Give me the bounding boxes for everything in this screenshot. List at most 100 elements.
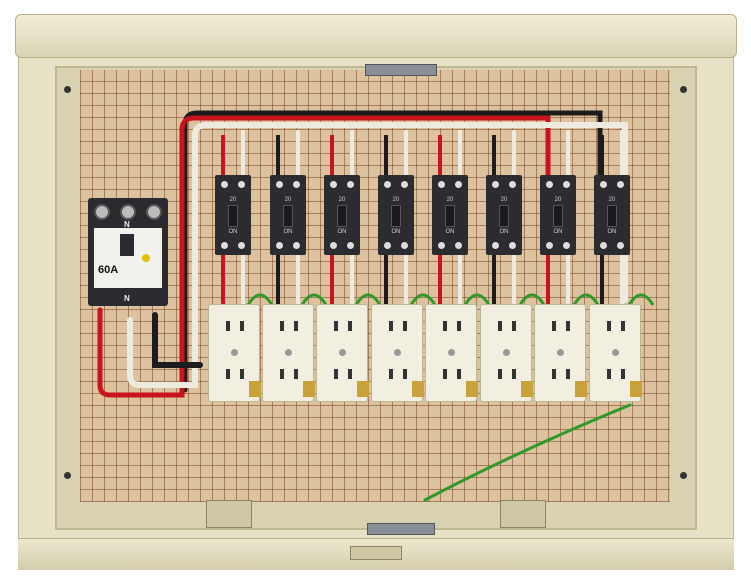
breaker-rating: 20 bbox=[500, 197, 508, 203]
screw bbox=[64, 472, 71, 479]
breaker-rating: 20 bbox=[392, 197, 400, 203]
terminal-screw bbox=[617, 181, 624, 188]
outlet-slot bbox=[552, 369, 556, 379]
outlet-slot bbox=[566, 369, 570, 379]
duplex-outlet[interactable] bbox=[425, 304, 478, 402]
neutral-label: N bbox=[124, 294, 130, 303]
breaker-label-plate: 60A bbox=[94, 228, 162, 288]
outlet-slot bbox=[498, 321, 502, 331]
ground-jumper bbox=[463, 293, 491, 306]
duplex-outlet[interactable] bbox=[589, 304, 642, 402]
mounting-clip bbox=[500, 500, 546, 528]
screw bbox=[64, 86, 71, 93]
terminal-screw bbox=[600, 181, 607, 188]
terminal-screw bbox=[94, 204, 110, 220]
breaker-toggle[interactable] bbox=[337, 205, 347, 227]
breaker-toggle[interactable] bbox=[553, 205, 563, 227]
branch-breaker[interactable]: 20 ON bbox=[215, 175, 251, 255]
terminal-screw bbox=[384, 242, 391, 249]
breaker-toggle[interactable] bbox=[391, 205, 401, 227]
outlet-slot bbox=[566, 321, 570, 331]
screw bbox=[680, 86, 687, 93]
outlet-slot bbox=[348, 369, 352, 379]
breaker-rating: 20 bbox=[608, 197, 616, 203]
outlet-screw bbox=[503, 349, 510, 356]
terminal-screw bbox=[492, 242, 499, 249]
main-breaker[interactable]: N 60A N bbox=[88, 198, 168, 306]
ground-jumper bbox=[409, 293, 437, 306]
breaker-state: ON bbox=[445, 229, 455, 235]
outlet-screw bbox=[231, 349, 238, 356]
outlet-slot bbox=[240, 369, 244, 379]
terminal-screw bbox=[347, 242, 354, 249]
outlet-slot bbox=[403, 369, 407, 379]
top-latch[interactable] bbox=[365, 64, 437, 76]
terminal-screw bbox=[330, 242, 337, 249]
terminal-screw bbox=[546, 181, 553, 188]
ground-terminal bbox=[630, 381, 642, 397]
bottom-latch[interactable] bbox=[367, 523, 435, 535]
outlet-screw bbox=[612, 349, 619, 356]
terminal-screw bbox=[276, 181, 283, 188]
duplex-outlet[interactable] bbox=[262, 304, 315, 402]
duplex-outlet[interactable] bbox=[534, 304, 587, 402]
duplex-outlet[interactable] bbox=[371, 304, 424, 402]
breaker-toggle[interactable] bbox=[499, 205, 509, 227]
breaker-state: ON bbox=[283, 229, 293, 235]
test-button[interactable] bbox=[142, 254, 150, 262]
ground-terminal bbox=[575, 381, 587, 397]
screw bbox=[680, 472, 687, 479]
duplex-outlet[interactable] bbox=[480, 304, 533, 402]
terminal-screw bbox=[221, 242, 228, 249]
breaker-state: ON bbox=[337, 229, 347, 235]
terminal-screw bbox=[509, 181, 516, 188]
terminal-screw bbox=[563, 181, 570, 188]
branch-breaker[interactable]: 20 ON bbox=[540, 175, 576, 255]
ground-jumper bbox=[354, 293, 382, 306]
outlet-slot bbox=[240, 321, 244, 331]
breaker-rating: 20 bbox=[554, 197, 562, 203]
duplex-outlet[interactable] bbox=[316, 304, 369, 402]
outlet-slot bbox=[621, 369, 625, 379]
outlet-slot bbox=[512, 321, 516, 331]
branch-breaker[interactable]: 20 ON bbox=[594, 175, 630, 255]
terminal-screw bbox=[384, 181, 391, 188]
breaker-toggle[interactable] bbox=[283, 205, 293, 227]
breaker-state: ON bbox=[607, 229, 617, 235]
outlet-screw bbox=[285, 349, 292, 356]
branch-breaker[interactable]: 20 ON bbox=[324, 175, 360, 255]
duplex-outlet[interactable] bbox=[208, 304, 261, 402]
terminal-screw bbox=[238, 242, 245, 249]
terminal-screw bbox=[120, 204, 136, 220]
branch-breaker[interactable]: 20 ON bbox=[486, 175, 522, 255]
breaker-toggle[interactable] bbox=[445, 205, 455, 227]
branch-breaker[interactable]: 20 ON bbox=[432, 175, 468, 255]
terminal-screw bbox=[438, 242, 445, 249]
ground-jumper bbox=[300, 293, 328, 306]
branch-breaker[interactable]: 20 ON bbox=[378, 175, 414, 255]
outlet-slot bbox=[226, 369, 230, 379]
terminal-screw bbox=[455, 181, 462, 188]
outlet-screw bbox=[448, 349, 455, 356]
outlet-slot bbox=[226, 321, 230, 331]
ground-jumper bbox=[572, 293, 600, 306]
breaker-state: ON bbox=[553, 229, 563, 235]
terminal-screw bbox=[401, 242, 408, 249]
outlet-slot bbox=[457, 369, 461, 379]
main-toggle[interactable] bbox=[120, 234, 134, 256]
outlet-slot bbox=[621, 321, 625, 331]
outlet-slot bbox=[443, 369, 447, 379]
terminal-screw bbox=[600, 242, 607, 249]
breaker-toggle[interactable] bbox=[607, 205, 617, 227]
branch-breaker[interactable]: 20 ON bbox=[270, 175, 306, 255]
handle[interactable] bbox=[350, 546, 402, 560]
breaker-rating: 20 bbox=[284, 197, 292, 203]
terminal-screw bbox=[238, 181, 245, 188]
breaker-toggle[interactable] bbox=[228, 205, 238, 227]
terminal-screw bbox=[293, 242, 300, 249]
mounting-clip bbox=[206, 500, 252, 528]
grid-backplate bbox=[80, 70, 670, 502]
terminal-screw bbox=[509, 242, 516, 249]
terminal-screw bbox=[546, 242, 553, 249]
terminal-screw bbox=[438, 181, 445, 188]
